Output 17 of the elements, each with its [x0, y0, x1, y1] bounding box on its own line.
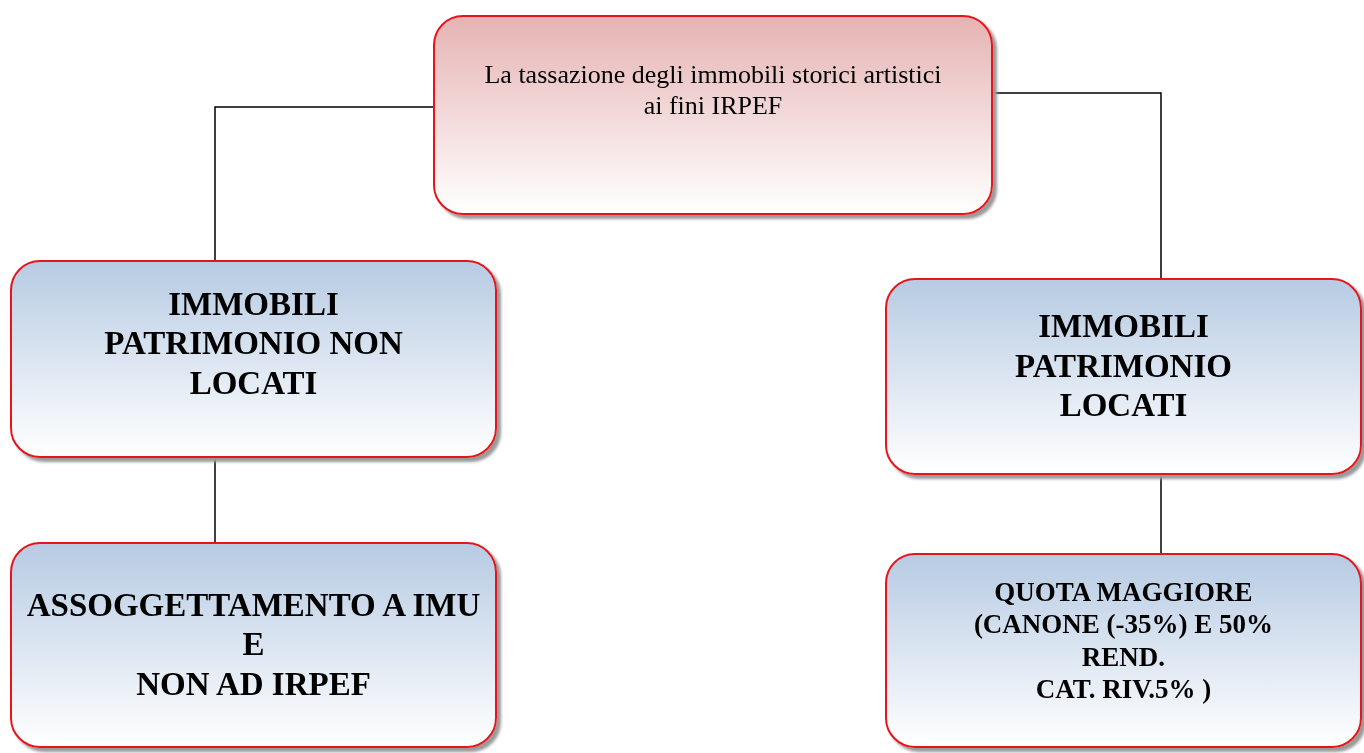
rounded-box	[10, 542, 497, 748]
rounded-box	[885, 278, 1362, 475]
box-label: La tassazione degli immobili storici artistici ai fini IRPEF	[483, 58, 943, 122]
rounded-box	[433, 15, 993, 215]
box-label: ASSOGGETTAMENTO A IMU	[26, 585, 481, 625]
box-label: E	[242, 625, 265, 665]
connector-line	[992, 92, 1162, 279]
rounded-box	[10, 260, 497, 458]
box-label: CAT. RIV.5% )	[1035, 672, 1212, 706]
box-label: IMMOBILI PATRIMONIO NON LOCATI	[103, 284, 404, 403]
connector-line	[214, 457, 216, 543]
box-label: QUOTA MAGGIORE (CANONE (-35%) E 50% REND.	[972, 575, 1275, 673]
box-label: NON AD IRPEF	[136, 664, 371, 704]
connector-line	[214, 106, 434, 261]
rounded-box	[885, 553, 1362, 748]
box-label: IMMOBILI PATRIMONIO LOCATI	[1014, 307, 1233, 426]
connector-line	[1160, 474, 1162, 554]
